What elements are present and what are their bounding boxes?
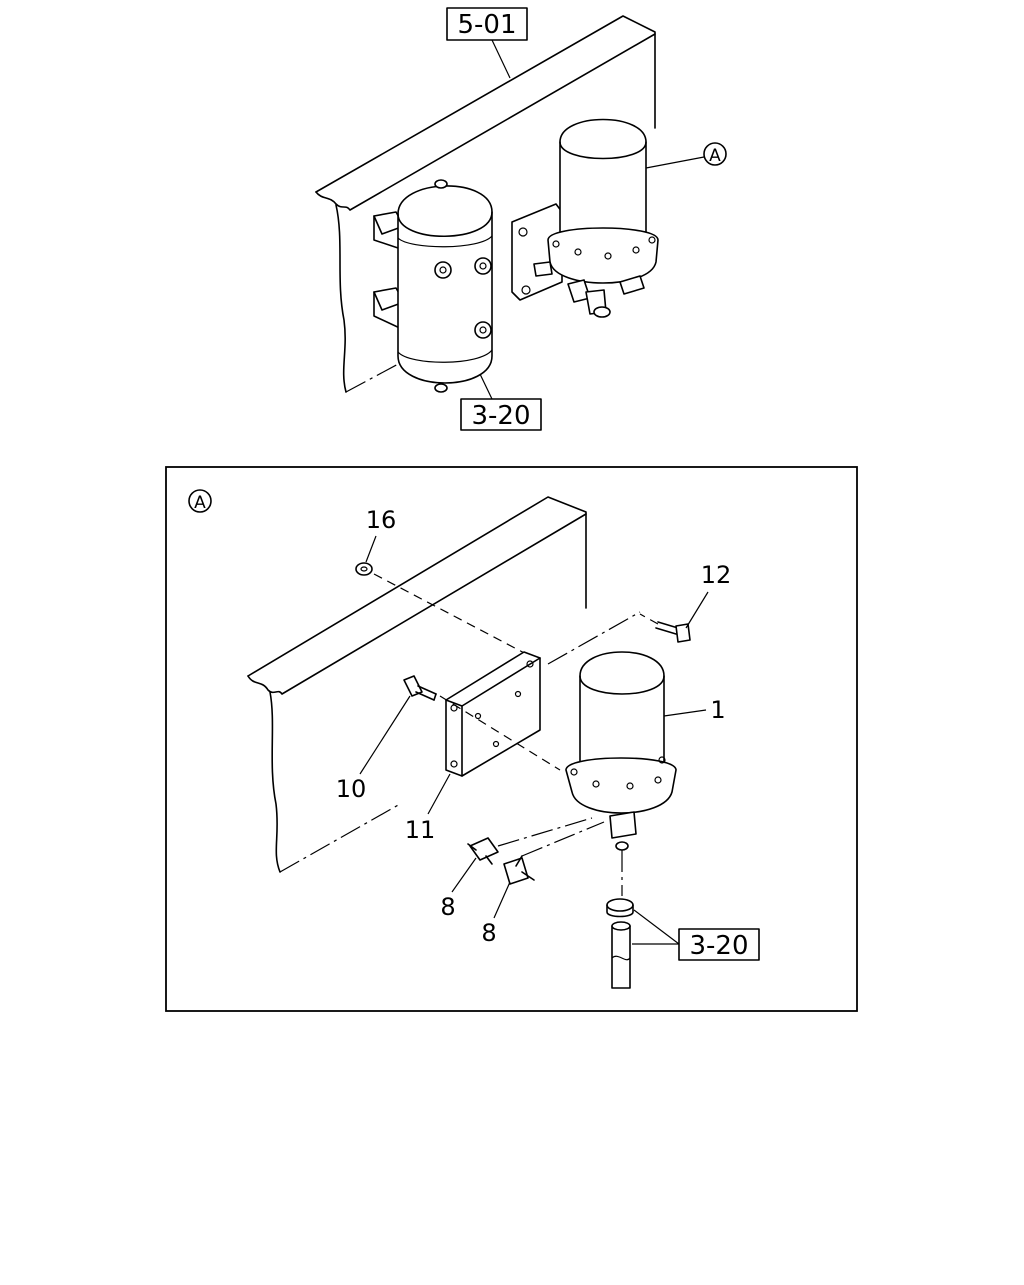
callout-11-label: 11	[405, 816, 436, 844]
ref-3-20-top-label: 3-20	[471, 401, 530, 431]
air-dryer-part-1[interactable]	[565, 651, 677, 896]
detail-view-a: A	[165, 466, 858, 1012]
callout-8-a: 8	[440, 857, 477, 921]
leader-8-b	[493, 881, 511, 919]
ref-box-3-20-top[interactable]: 3-20	[460, 373, 542, 431]
callout-12: 12	[685, 561, 732, 629]
leader-16	[365, 535, 377, 563]
callout-16: 16	[365, 506, 397, 563]
ref-5-01-label: 5-01	[457, 10, 516, 40]
callout-8-b-label: 8	[481, 919, 496, 947]
ref-box-5-01[interactable]: 5-01	[446, 7, 528, 79]
callout-12-label: 12	[701, 561, 732, 589]
leader-3-20-top	[479, 373, 493, 400]
ref-3-20-detail-label: 3-20	[689, 931, 748, 961]
leader-marker-a	[645, 156, 705, 169]
leader-11	[427, 773, 451, 815]
marker-a-top-label: A	[709, 146, 721, 166]
top-overview: 5-01 3-20 A	[315, 7, 727, 431]
leader-1	[663, 709, 707, 717]
bolt-part-10[interactable]	[403, 675, 561, 771]
air-tank	[373, 179, 493, 393]
leader-8-a	[451, 857, 477, 893]
fitting-part-8-a[interactable]	[467, 817, 593, 865]
leader-12	[685, 591, 709, 629]
callout-16-label: 16	[366, 506, 397, 534]
frame-rail-top	[315, 15, 656, 393]
pipe-and-clamp[interactable]	[606, 898, 634, 989]
callout-1-label: 1	[710, 696, 725, 724]
callout-1: 1	[663, 696, 726, 724]
callout-8-b: 8	[481, 881, 511, 947]
nut-part-16[interactable]	[355, 562, 531, 657]
callout-11: 11	[405, 773, 451, 844]
detail-marker-a-top[interactable]: A	[645, 142, 727, 169]
detail-frame	[165, 466, 858, 1012]
leader-10	[359, 695, 411, 775]
callout-10: 10	[336, 695, 411, 803]
air-dryer-top	[511, 118, 659, 318]
callout-10-label: 10	[336, 775, 367, 803]
leader-3-20-clamp	[633, 909, 680, 945]
callout-8-a-label: 8	[440, 893, 455, 921]
detail-marker-a-label: A	[194, 493, 206, 513]
bolt-part-12[interactable]	[639, 613, 691, 643]
leader-5-01	[491, 39, 511, 79]
fitting-part-8-b[interactable]	[503, 821, 605, 885]
detail-marker-a: A	[188, 489, 212, 513]
ref-box-3-20-detail[interactable]: 3-20	[632, 909, 760, 961]
frame-rail-detail	[247, 496, 641, 873]
bracket-part-11[interactable]	[445, 651, 541, 777]
